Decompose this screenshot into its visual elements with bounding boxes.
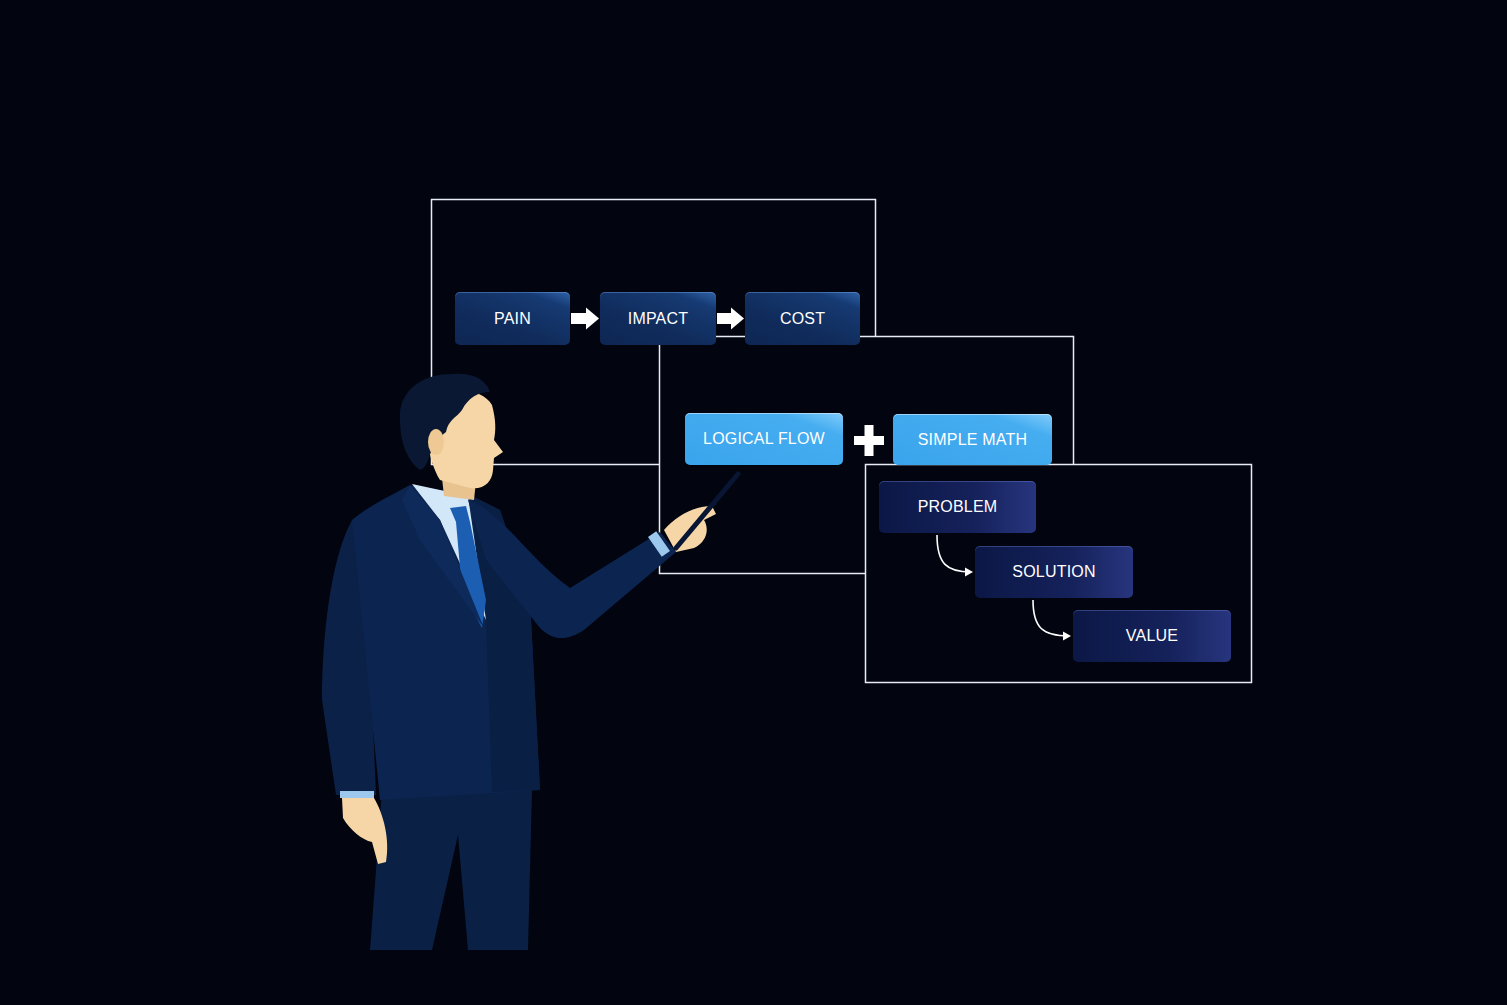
connector <box>937 535 973 576</box>
box-label: PAIN <box>494 310 531 328</box>
jacket <box>352 485 540 800</box>
connector <box>717 308 744 330</box>
arrowhead <box>586 308 599 330</box>
box-label: PROBLEM <box>918 498 998 516</box>
pointer-stick <box>676 474 738 548</box>
process-box: IMPACT <box>600 292 716 345</box>
box-label: LOGICAL FLOW <box>703 430 825 448</box>
step-box: SOLUTION <box>975 546 1133 598</box>
arrowhead <box>731 308 744 330</box>
box-label: IMPACT <box>628 310 688 328</box>
right-sleeve <box>468 500 676 638</box>
arrowhead <box>1063 632 1071 641</box>
curved-line <box>937 535 971 572</box>
arrow-shaft <box>717 313 731 324</box>
box-label: SOLUTION <box>1012 563 1095 581</box>
hair <box>400 374 490 470</box>
plus-sign <box>854 425 884 456</box>
ear <box>428 429 444 455</box>
connector <box>1033 600 1071 640</box>
left-cuff <box>340 791 374 798</box>
process-box: PAIN <box>455 292 570 345</box>
step-box: PROBLEM <box>879 481 1036 533</box>
box-label: COST <box>780 310 825 328</box>
left-hand <box>342 798 387 864</box>
box-label: VALUE <box>1126 627 1178 645</box>
arrowhead <box>965 568 973 577</box>
connector <box>571 308 599 330</box>
box-label: SIMPLE MATH <box>918 431 1027 449</box>
concept-box: LOGICAL FLOW <box>685 413 843 465</box>
process-box: COST <box>745 292 860 345</box>
panel <box>432 200 876 465</box>
panel <box>866 465 1252 683</box>
curved-line <box>1033 600 1069 636</box>
concept-box: SIMPLE MATH <box>893 414 1052 465</box>
trousers <box>370 790 532 950</box>
arrow-shaft <box>571 313 586 324</box>
step-box: VALUE <box>1073 610 1231 662</box>
right-cuff <box>648 531 670 556</box>
